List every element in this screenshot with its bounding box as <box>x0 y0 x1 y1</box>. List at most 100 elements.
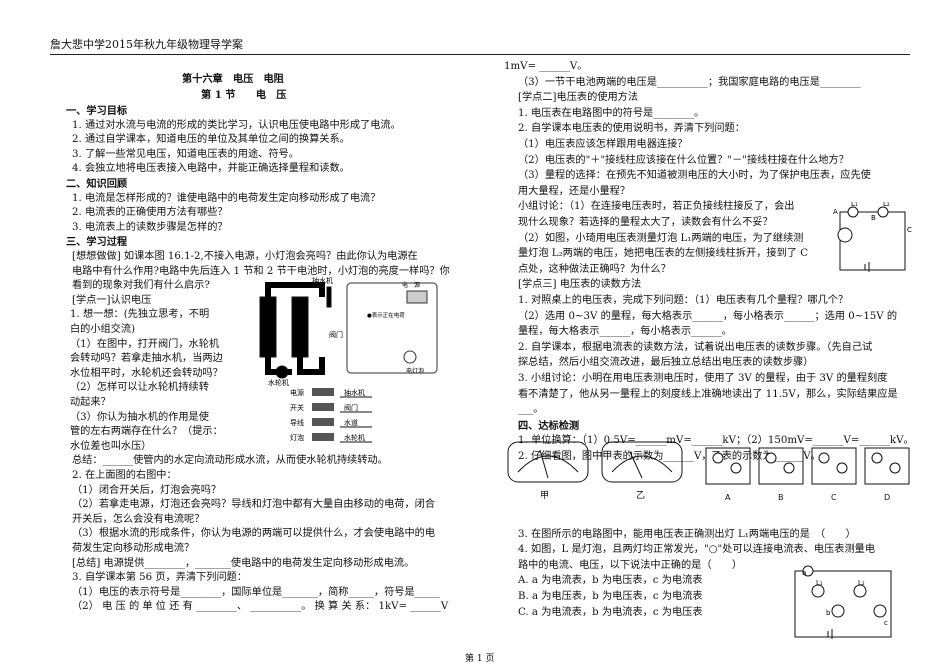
analogy-right: 抽水机 <box>344 388 365 397</box>
analogy-left: 灯泡 <box>290 433 304 442</box>
right-line: （3）量程的选择：在预先不知道被测电压的大小时，为了保护电压表，应先使 <box>518 170 871 182</box>
circuit-element <box>818 452 830 464</box>
left-line: （1）闭合开关后，灯泡会亮吗？ <box>72 484 222 496</box>
header-rule <box>50 54 910 55</box>
circuit-element <box>836 462 848 474</box>
right-line: 路中的电流、电压，以下说法中正确的是（ ） <box>518 559 743 571</box>
fig4-b: b <box>826 609 831 617</box>
left-line: 3. 自学课本第 56 页，弄清下列问题： <box>72 572 248 584</box>
left-line: 3. 了解一些常见电压，知道电压表的用途、符号。 <box>72 148 299 160</box>
meter-yi-label: 乙 <box>636 490 645 501</box>
circuit-option-label: D <box>884 493 890 502</box>
analogy-arrow-box <box>312 418 334 426</box>
left-line: 2. 电流表的正确使用方法有哪些？ <box>72 207 228 219</box>
left-line: [想想做做] 如课本图 16.1-2,不接入电源，小灯泡会亮吗？由此你认为电源在 <box>72 251 418 262</box>
circuit-option-label: C <box>831 493 837 502</box>
turbine-label: 水轮机 <box>268 378 289 387</box>
circuit-element <box>871 452 883 464</box>
meter-jia-label: 甲 <box>540 490 549 501</box>
water-circuit-figure: 抽水机 水轮机 阀门 电 源 ●表示正在电荷 电灯泡 电源抽水机开关阀门导线水道… <box>259 277 438 443</box>
analogy-arrow-box <box>312 403 334 411</box>
circuit-options-figure: A B C D <box>705 447 910 502</box>
left-line: 2. 在上面图的右图中： <box>72 470 177 481</box>
voltmeter-figures: 甲 乙 <box>507 441 683 501</box>
left-line: 一、学习目标 <box>66 105 128 117</box>
right-line: 3. 小组讨论：小明在用电压表测电压时，使用了 3V 的量程，由于 3V 的量程… <box>518 373 888 384</box>
left-line: （3）你认为抽水机的作用是使 <box>70 411 209 423</box>
left-line: 二、知识回顾 <box>66 178 128 190</box>
circuit-option-label: B <box>778 493 784 502</box>
fig4-L1: L₁ <box>816 579 823 587</box>
left-line: 1. 电流是怎样形成的？谁使电路中的电荷发生定向移动形成了电流？ <box>72 192 381 204</box>
analogy-left: 电源 <box>290 388 304 397</box>
circuit-element <box>730 462 742 474</box>
analogy-table: 电源抽水机开关阀门导线水道灯泡水轮机 <box>290 388 372 443</box>
left-line: 会转动吗？若拿走抽水机，当两边 <box>70 353 223 365</box>
left-line: 电路中有什么作用?电路中先后连入 1 节和 2 节干电池时，小灯泡的亮度一样吗？… <box>72 265 450 277</box>
power-label: 电 源 <box>402 281 420 289</box>
left-line: 白的小组交流) <box>70 324 136 335</box>
right-line: 2. 自学课本电压表的使用说明书，弄清下列问题： <box>518 123 745 135</box>
left-line: 动起来？ <box>70 397 111 408</box>
label-B: B <box>871 214 876 222</box>
meter-circuit-figure: L₁ L₂ a b c <box>794 565 892 639</box>
right-line: 看不清楚了，他从另一量程上的刻度线上准确地读出了 11.5V，那么，实际结果应是 <box>518 388 898 400</box>
right-line: 3. 在图所示的电路图中，能用电压表正确测出灯 L₁两端电压的是 （ ） <box>518 528 856 540</box>
right-line: 2. 仔细看图，图中甲表的示数为______V，乙表的示数为______V。 <box>518 451 821 462</box>
analogy-left: 开关 <box>290 403 304 412</box>
left-line: （3）根据水流的形成条件，你认为电源的两端可以提供什么，才会使电路中的电 <box>72 528 436 540</box>
right-line: 小组讨论：（1）在连接电压表时，若正负接线柱接反了，会出 <box>518 201 795 213</box>
circuit-element <box>889 462 901 474</box>
right-line: 1. 对照桌上的电压表，完成下列问题：（1）电压表有几个量程？哪几个？ <box>518 295 849 306</box>
water-analogy-drawing <box>259 282 332 379</box>
free-charge-label: ●表示正在电荷 <box>367 311 405 319</box>
left-line: 荷发生定向移动形成电流？ <box>72 543 195 554</box>
left-line: 总结：______使管内的水定向流动形成水流，从而使水轮机持续转动。 <box>72 455 388 467</box>
right-line: 4. 如图，L 是灯泡，且两灯均正常发光，"○"处可以连接电流表、电压表测量电 <box>518 544 876 556</box>
left-line: （1）电压的表示符号是________，国际单位是_______，简称_____… <box>72 586 441 598</box>
circuit-element <box>783 462 795 474</box>
left-line: （2） 电 压 的 单 位 还 有 ________、 __________。 … <box>72 601 449 613</box>
right-line: 2. 自学课本，根据电流表的读数方法，试着说出电压表的读数步骤。（先自己试 <box>518 341 873 353</box>
fig4-a: a <box>802 569 806 577</box>
fig4-c: c <box>884 619 888 627</box>
right-line: [学点二]电压表的使用方法 <box>518 92 639 104</box>
label-A: A <box>833 208 838 216</box>
circuit-box <box>758 447 804 485</box>
right-line: （2）选用 0~3V 的量程，每大格表示______，每小格表示______；选… <box>518 310 898 322</box>
left-line: 开关后，怎么会没有电流呢？ <box>72 513 205 525</box>
circuit-element <box>765 452 777 464</box>
pump-label: 抽水机 <box>312 277 333 285</box>
left-line: 2. 通过自学课本，知道电压的单位及其单位之间的换算关系。 <box>72 134 350 146</box>
right-line: 探总结，然后小组交流改进，最后独立总结出电压表的读数步骤） <box>518 357 814 369</box>
right-line: C. a 为电流表，b 为电流表，c 为电压表 <box>518 606 703 618</box>
left-line: 水位相平时，水轮机还会转动吗？ <box>70 367 223 379</box>
label-L2: L₂ <box>883 202 890 208</box>
circuit-box <box>864 447 910 485</box>
analogy-right: 水轮机 <box>344 433 365 442</box>
right-line: B. a 为电压表，b 为电压表，c 为电流表 <box>518 591 703 602</box>
chapter-title: 第十六章 电压 电阻 <box>182 73 284 85</box>
right-line: （1）电压表应该怎样跟用电器连接？ <box>518 139 688 150</box>
right-line: （2）电压表的"＋"接线柱应该接在什么位置？"－"接线柱接在什么地方？ <box>518 154 849 166</box>
right-line: 用大量程，还是小量程？ <box>518 185 631 197</box>
valve-label: 阀门 <box>329 330 343 339</box>
left-line: （1）在图中，打开阀门，水轮机 <box>70 338 220 350</box>
circuit-option-label: A <box>725 493 731 502</box>
analogy-left: 导线 <box>290 418 304 427</box>
circuit-element <box>712 452 724 464</box>
left-line: 1. 通过对水流与电流的形成的类比学习，认识电压使电路中形成了电流。 <box>72 119 401 131</box>
circuit-box <box>705 447 751 485</box>
electric-circuit-drawing <box>346 282 438 374</box>
right-line: 1. 单位换算：（1）0.5V=______mV=______kV；（2）150… <box>518 435 914 447</box>
right-line: 现什么现象？若选择的量程太大了，读数会有什么不妥？ <box>518 217 773 228</box>
circuit-box <box>811 447 857 485</box>
label-C: C <box>907 226 912 234</box>
right-line: （3）一节干电池两端的电压是__________；我国家庭电路的电压是_____… <box>518 76 861 88</box>
right-line: A. a 为电流表，b 为电压表，c 为电流表 <box>518 575 703 587</box>
left-line: （2）怎样可以让水轮机持续转 <box>70 382 209 394</box>
right-line: 1. 电压表在电路图中的符号是________。 <box>518 107 705 119</box>
left-line: 3. 电流表上的读数步骤是怎样的？ <box>72 221 228 233</box>
right-line: 量灯泡 L₂两端的电压，她把电压表的左侧接线柱拆开，接到了 C <box>518 248 808 260</box>
left-line: [学点一]认识电压 <box>72 294 152 306</box>
